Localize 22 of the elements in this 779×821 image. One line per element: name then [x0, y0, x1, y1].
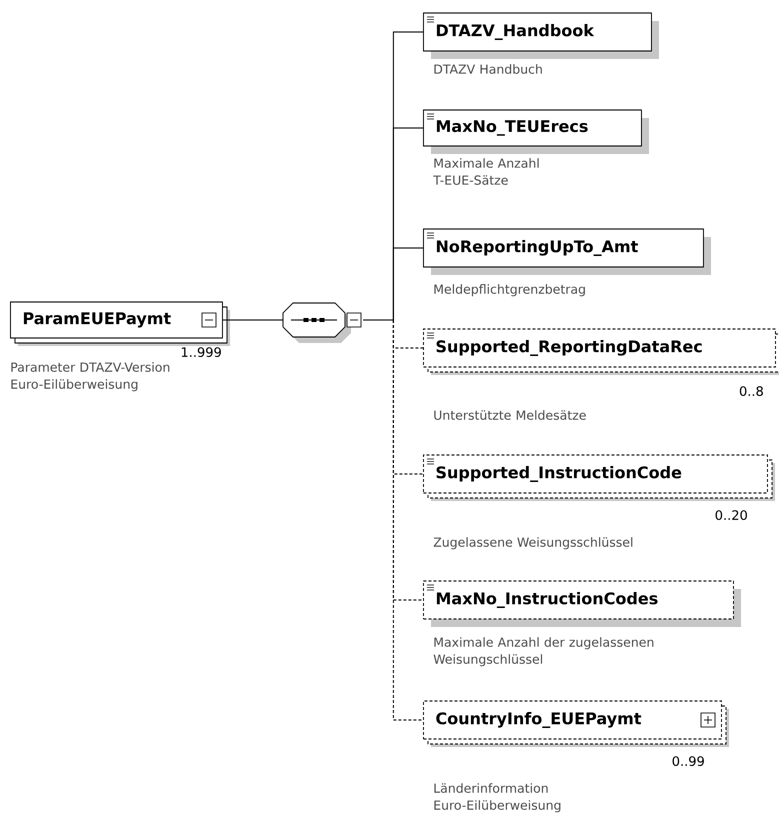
annotation-text: Zugelassene Weisungsschlüssel: [434, 537, 632, 550]
multiplicity-label: 1..999: [182, 347, 221, 358]
annotation-text: Maximale Anzahl der zugelassenen Weisungschlüssel: [434, 637, 654, 666]
annotation-text: Länderinformation Euro-Eilüberweisung: [434, 783, 560, 812]
multiplicity-label: 0..99: [672, 756, 704, 766]
sequence-symbol: [282, 302, 362, 343]
element-box: Supported_InstructionCode: [423, 454, 775, 501]
annotation-text: Maximale Anzahl T-EUE-Sätze: [433, 158, 539, 185]
element-box: DTAZV_Handbook: [423, 12, 659, 59]
annotation-text: Unterstützte Meldesätze: [434, 410, 586, 420]
multiplicity-label: 0..20: [716, 510, 747, 520]
element-box: NoReportingUpTo_Amt: [423, 228, 711, 275]
annotation-text: DTAZV Handbuch: [434, 64, 542, 74]
multiplicity-label: 0..8: [740, 386, 763, 396]
element-box: CountryInfo_EUEPaymt: [423, 700, 729, 747]
annotation-text: Parameter DTAZV-Version Euro-Eilüberweisung: [11, 362, 170, 392]
element-box: ParamEUEPaymt: [10, 302, 230, 346]
element-box: Supported_ReportingDataRec: [423, 328, 779, 375]
element-box: MaxNo_InstructionCodes: [423, 580, 741, 627]
connector-line: [362, 320, 424, 720]
annotation-text: Meldepflichtgrenzbetrag: [434, 284, 585, 296]
element-box: MaxNo_TEUErecs: [423, 110, 649, 154]
